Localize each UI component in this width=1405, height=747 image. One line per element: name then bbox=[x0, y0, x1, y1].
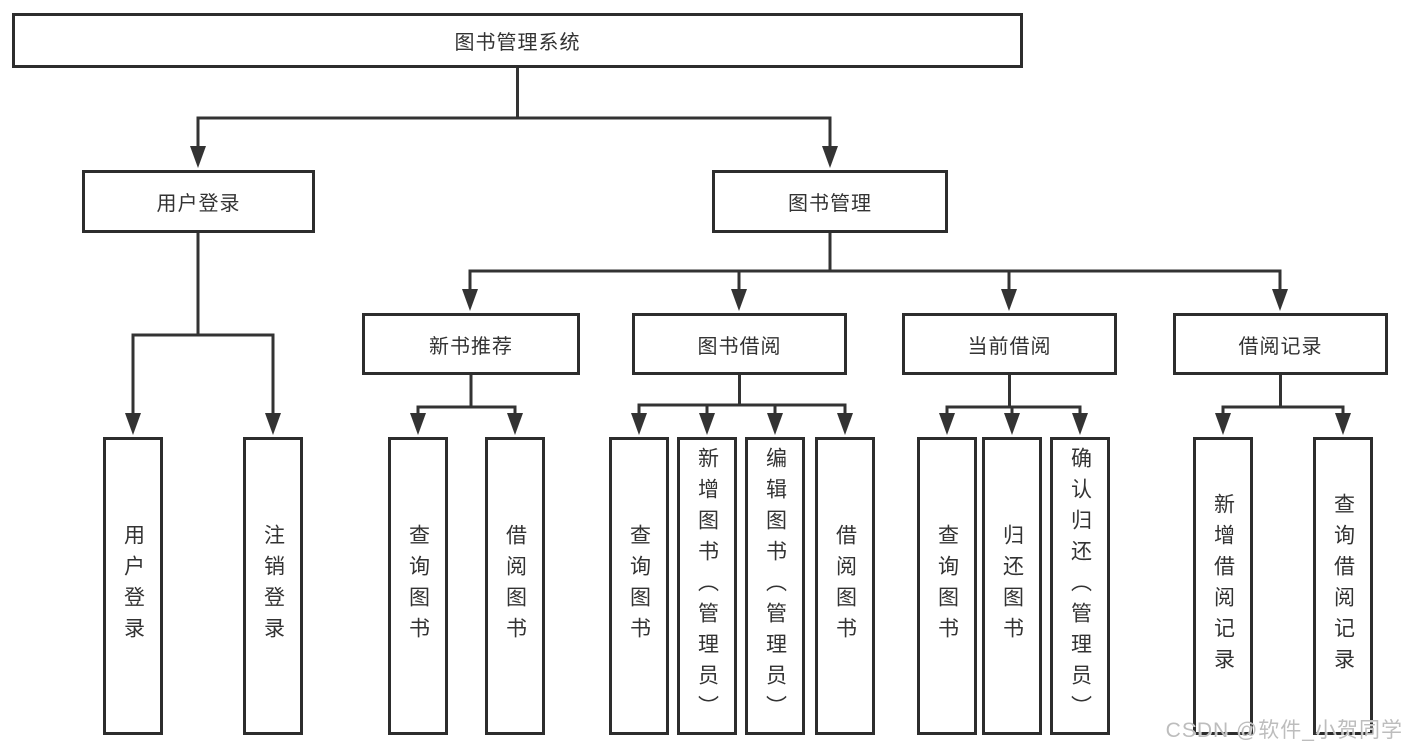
leaf-user-login: 用户登录 bbox=[103, 437, 163, 735]
node-label: 查询图书 bbox=[935, 524, 959, 648]
leaf-borrow-borrow-books: 借阅图书 bbox=[815, 437, 875, 735]
node-label: 查询图书 bbox=[406, 524, 430, 648]
node-label: 编辑图书（管理员） bbox=[763, 446, 787, 726]
leaf-logout: 注销登录 bbox=[243, 437, 303, 735]
node-label: 图书管理 bbox=[788, 193, 872, 215]
node-label: 查询图书 bbox=[627, 524, 651, 648]
arrowheads bbox=[125, 146, 1351, 435]
node-label: 新增借阅记录 bbox=[1211, 493, 1235, 679]
node-label: 注销登录 bbox=[261, 524, 285, 648]
leaf-records-add-record: 新增借阅记录 bbox=[1193, 437, 1253, 735]
node-label: 新书推荐 bbox=[429, 335, 513, 358]
node-label: 图书借阅 bbox=[697, 335, 782, 358]
node-label: 用户登录 bbox=[156, 193, 241, 215]
leaf-borrow-add-books-admin: 新增图书（管理员） bbox=[677, 437, 737, 735]
leaf-borrow-edit-books-admin: 编辑图书（管理员） bbox=[745, 437, 805, 735]
node-label: 确认归还（管理员） bbox=[1068, 446, 1092, 726]
leaf-newbook-borrow-books: 借阅图书 bbox=[485, 437, 545, 735]
node-label: 借阅记录 bbox=[1238, 335, 1323, 358]
node-label: 新增图书（管理员） bbox=[695, 446, 719, 726]
node-label: 归还图书 bbox=[1000, 524, 1024, 648]
node-library-system: 图书管理系统 bbox=[12, 13, 1023, 68]
node-book-borrowing: 图书借阅 bbox=[632, 313, 847, 375]
node-book-management: 图书管理 bbox=[712, 170, 948, 233]
leaf-current-confirm-return-admin: 确认归还（管理员） bbox=[1050, 437, 1110, 735]
node-label: 图书管理系统 bbox=[454, 32, 581, 54]
csdn-watermark: CSDN @软件_小贺同学 bbox=[1165, 719, 1403, 742]
leaf-current-return-books: 归还图书 bbox=[982, 437, 1042, 735]
node-label: 查询借阅记录 bbox=[1331, 493, 1355, 679]
leaf-records-query-record: 查询借阅记录 bbox=[1313, 437, 1373, 735]
node-new-book-recommend: 新书推荐 bbox=[362, 313, 580, 375]
leaf-newbook-query-books: 查询图书 bbox=[388, 437, 448, 735]
node-label: 用户登录 bbox=[121, 524, 145, 648]
node-label: 借阅图书 bbox=[503, 524, 527, 648]
node-label: 借阅图书 bbox=[833, 524, 857, 648]
node-user-login: 用户登录 bbox=[82, 170, 315, 233]
leaf-current-query-books: 查询图书 bbox=[917, 437, 977, 735]
node-borrowing-records: 借阅记录 bbox=[1173, 313, 1388, 375]
node-label: 当前借阅 bbox=[967, 335, 1052, 358]
node-current-borrowing: 当前借阅 bbox=[902, 313, 1117, 375]
leaf-borrow-query-books: 查询图书 bbox=[609, 437, 669, 735]
